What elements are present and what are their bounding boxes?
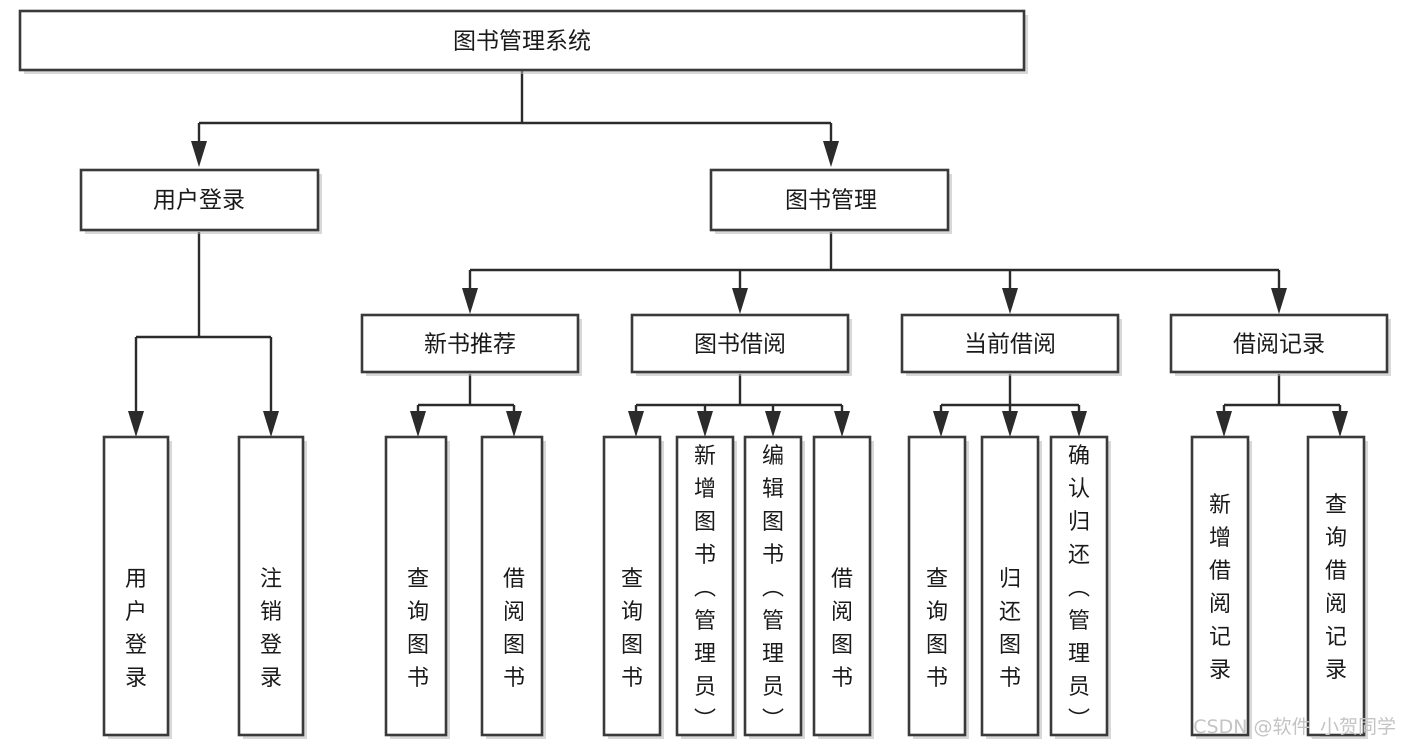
- node-leaf-edit-book[interactable]: 编辑图书︵管理员︶: [743, 435, 805, 739]
- arrow-root-to-book-manage: [823, 141, 839, 167]
- node-leaf-add-record[interactable]: 新增借阅记录: [1190, 435, 1252, 739]
- node-current-borrow-box: [900, 313, 1120, 374]
- node-leaf-borrow-book-2[interactable]: 借阅图书: [812, 435, 874, 739]
- node-leaf-query-book-3-box: [907, 435, 967, 737]
- arrow-root-to-user-login: [191, 141, 207, 167]
- node-leaf-logout-label: 注销登录: [260, 567, 282, 691]
- node-book-borrow-box: [630, 313, 850, 374]
- connector-layer: [128, 70, 1348, 437]
- node-new-book-recommend-label: 新书推荐: [424, 332, 516, 358]
- arrow-to-borrow-record: [1271, 288, 1287, 314]
- node-leaf-query-book-2-label: 查询图书: [621, 567, 643, 691]
- node-user-login-label: 用户登录: [153, 188, 245, 214]
- node-leaf-add-record-box: [1190, 435, 1250, 737]
- node-leaf-query-book-1[interactable]: 查询图书: [384, 435, 450, 739]
- node-book-manage-box: [709, 168, 950, 232]
- arrow-borrow-leaf-1: [628, 411, 644, 437]
- node-leaf-query-book-2[interactable]: 查询图书: [602, 435, 664, 739]
- node-root-box: [18, 9, 1026, 72]
- node-book-borrow[interactable]: 图书借阅: [630, 313, 852, 376]
- node-leaf-return-book-box: [980, 435, 1040, 737]
- arrow-record-leaf-2: [1332, 411, 1348, 437]
- arrow-borrow-leaf-2: [697, 411, 713, 437]
- node-new-book-recommend-box: [360, 313, 580, 374]
- node-user-login-box: [79, 168, 320, 232]
- arrow-userlogin-leaf-2: [263, 411, 279, 437]
- node-leaf-query-book-3[interactable]: 查询图书: [907, 435, 969, 739]
- node-leaf-query-book-3-label: 查询图书: [926, 567, 948, 691]
- node-leaf-confirm-return[interactable]: 确认归还︵管理员︶: [1049, 435, 1111, 739]
- node-leaf-edit-book-label: 编辑图书︵管理员︶: [762, 444, 784, 733]
- node-root[interactable]: 图书管理系统: [18, 9, 1028, 74]
- node-leaf-borrow-book-1-box: [480, 435, 544, 737]
- node-leaf-borrow-book-1[interactable]: 借阅图书: [480, 435, 546, 739]
- node-leaf-borrow-book-2-label: 借阅图书: [831, 567, 853, 691]
- node-leaf-query-book-1-box: [384, 435, 448, 737]
- node-leaf-confirm-return-box: [1049, 435, 1109, 737]
- node-leaf-add-book-box: [675, 435, 735, 737]
- node-leaf-query-record-label: 查询借阅记录: [1325, 493, 1347, 683]
- node-leaf-add-book[interactable]: 新增图书︵管理员︶: [675, 435, 737, 739]
- node-leaf-logout-box: [237, 435, 305, 737]
- arrow-to-current-borrow: [1002, 288, 1018, 314]
- node-root-label: 图书管理系统: [453, 29, 591, 55]
- arrow-recommend-leaf-2: [506, 411, 522, 437]
- node-leaf-query-record-box: [1306, 435, 1366, 737]
- node-leaf-add-record-label: 新增借阅记录: [1209, 493, 1231, 683]
- node-user-login[interactable]: 用户登录: [79, 168, 322, 234]
- node-leaf-return-book-label: 归还图书: [999, 567, 1021, 691]
- node-book-manage[interactable]: 图书管理: [709, 168, 952, 234]
- node-leaf-query-record[interactable]: 查询借阅记录: [1306, 435, 1368, 739]
- node-borrow-record-label: 借阅记录: [1233, 332, 1325, 358]
- node-leaf-user-login-box: [102, 435, 170, 737]
- csdn-watermark: CSDN @软件_小贺同学: [1193, 716, 1396, 738]
- arrow-record-leaf-1: [1216, 411, 1232, 437]
- node-new-book-recommend[interactable]: 新书推荐: [360, 313, 582, 376]
- node-book-borrow-label: 图书借阅: [694, 332, 786, 358]
- node-leaf-borrow-book-1-label: 借阅图书: [503, 567, 525, 691]
- node-leaf-edit-book-box: [743, 435, 803, 737]
- arrow-to-new-book-recommend: [462, 288, 478, 314]
- node-leaf-logout[interactable]: 注销登录: [237, 435, 307, 739]
- node-leaf-return-book[interactable]: 归还图书: [980, 435, 1042, 739]
- node-leaf-confirm-return-label: 确认归还︵管理员︶: [1068, 444, 1090, 733]
- node-leaf-user-login[interactable]: 用户登录: [102, 435, 172, 739]
- node-book-manage-label: 图书管理: [785, 188, 877, 214]
- node-leaf-add-book-label: 新增图书︵管理员︶: [694, 444, 716, 733]
- arrow-current-leaf-2: [1002, 411, 1018, 437]
- arrow-current-leaf-3: [1071, 411, 1087, 437]
- arrow-borrow-leaf-3: [765, 411, 781, 437]
- node-current-borrow-label: 当前借阅: [964, 332, 1056, 358]
- arrow-borrow-leaf-4: [834, 411, 850, 437]
- node-leaf-query-book-2-box: [602, 435, 662, 737]
- node-borrow-record[interactable]: 借阅记录: [1169, 313, 1391, 376]
- node-leaf-query-book-1-label: 查询图书: [407, 567, 429, 691]
- node-leaf-user-login-label: 用户登录: [125, 567, 147, 691]
- arrow-current-leaf-1: [933, 411, 949, 437]
- arrow-to-book-borrow: [732, 288, 748, 314]
- arrow-userlogin-leaf-1: [128, 411, 144, 437]
- arrow-recommend-leaf-1: [410, 411, 426, 437]
- node-current-borrow[interactable]: 当前借阅: [900, 313, 1122, 376]
- node-borrow-record-box: [1169, 313, 1389, 374]
- node-leaf-borrow-book-2-box: [812, 435, 872, 737]
